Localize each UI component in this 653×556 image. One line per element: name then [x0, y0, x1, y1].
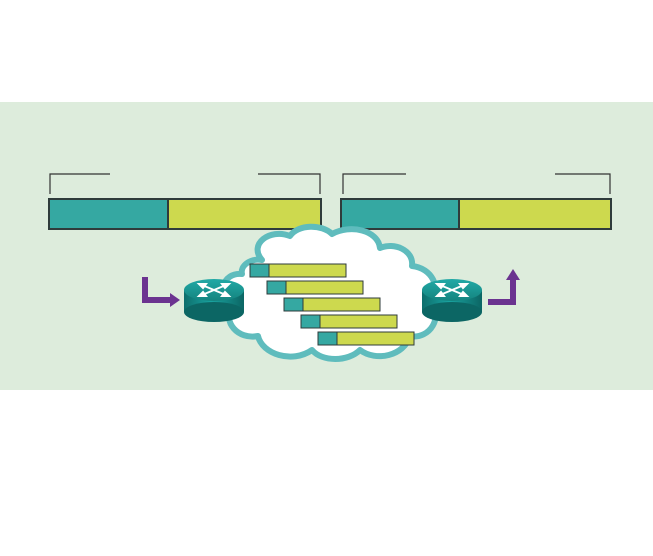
right-packet-bracket — [342, 173, 611, 194]
fragment-4 — [300, 314, 398, 329]
arrow-out-icon — [488, 269, 520, 305]
left-packet-group — [48, 173, 322, 230]
arrow-in-icon — [142, 277, 180, 307]
router-left-icon — [184, 279, 244, 322]
fragment-2 — [266, 280, 364, 295]
fragment-3 — [283, 297, 381, 312]
left-packet-payload — [167, 198, 322, 230]
fragment-stack — [249, 263, 415, 346]
left-packet-bracket — [49, 173, 321, 194]
left-packet-header — [48, 198, 169, 230]
fragment-5 — [317, 331, 415, 346]
diagram-panel — [0, 102, 653, 390]
right-packet-header — [340, 198, 460, 230]
diagram-canvas — [0, 102, 653, 390]
router-right-icon — [422, 279, 482, 322]
fragment-1 — [249, 263, 347, 278]
right-packet-group — [340, 173, 612, 230]
right-packet-payload — [458, 198, 612, 230]
